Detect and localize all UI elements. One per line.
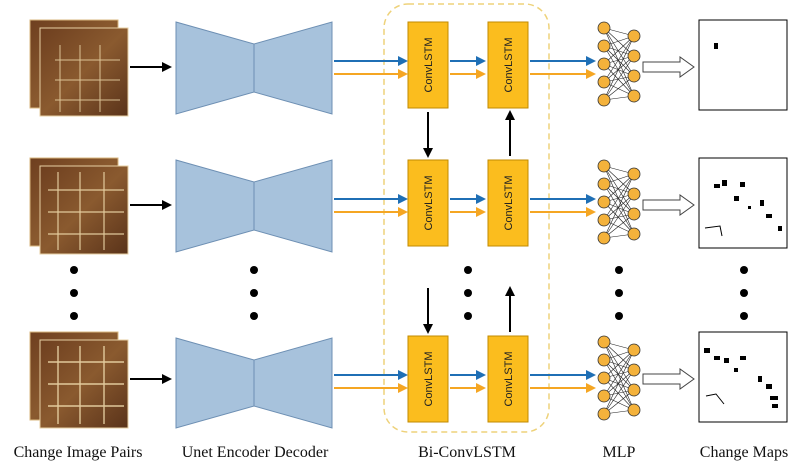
mlp-1 xyxy=(597,21,641,107)
convlstm-forward-3: ConvLSTM xyxy=(407,335,449,423)
change-map-1 xyxy=(698,19,788,111)
row-1: ConvLSTM ConvLSTM xyxy=(29,19,788,117)
hollow-arrow-to-map-1 xyxy=(642,56,695,78)
caption-unet-encoder-decoder: Unet Encoder Decoder xyxy=(181,444,329,461)
caption-change-maps: Change Maps xyxy=(699,444,789,461)
change-map-2 xyxy=(698,157,788,249)
bilstm-dashed-box xyxy=(383,3,550,433)
caption-change-image-pairs: Change Image Pairs xyxy=(13,444,143,461)
svg-text:ConvLSTM: ConvLSTM xyxy=(503,175,515,230)
mlp-2 xyxy=(597,159,641,245)
image-pair-2 xyxy=(29,157,129,255)
mlp-3 xyxy=(597,335,641,421)
change-map-3 xyxy=(698,331,788,423)
convlstm-backward-2: ConvLSTM xyxy=(487,159,529,247)
caption-bi-convlstm: Bi-ConvLSTM xyxy=(418,444,516,461)
convlstm-forward-1: ConvLSTM xyxy=(407,21,449,109)
ellipsis-dots xyxy=(70,266,748,320)
row-3: ConvLSTM ConvLSTM xyxy=(29,331,788,429)
hollow-arrow-to-map-3 xyxy=(642,368,695,390)
caption-mlp: MLP xyxy=(602,444,636,461)
svg-text:ConvLSTM: ConvLSTM xyxy=(423,351,435,406)
convlstm-backward-3: ConvLSTM xyxy=(487,335,529,423)
svg-text:ConvLSTM: ConvLSTM xyxy=(423,175,435,230)
svg-text:ConvLSTM: ConvLSTM xyxy=(503,351,515,406)
row-2: ConvLSTM ConvLSTM xyxy=(29,157,788,255)
svg-text:ConvLSTM: ConvLSTM xyxy=(503,37,515,92)
hollow-arrow-to-map-2 xyxy=(642,194,695,216)
convlstm-forward-2: ConvLSTM xyxy=(407,159,449,247)
svg-text:ConvLSTM: ConvLSTM xyxy=(423,37,435,92)
image-pair-3 xyxy=(29,331,129,429)
image-pair-1 xyxy=(29,19,129,117)
convlstm-backward-1: ConvLSTM xyxy=(487,21,529,109)
